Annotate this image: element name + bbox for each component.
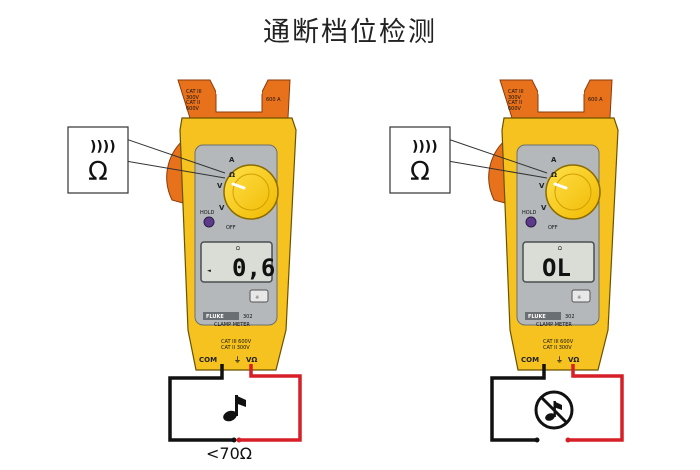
svg-text:CAT II 300V: CAT II 300V <box>221 345 250 351</box>
svg-text:600V: 600V <box>186 106 200 112</box>
svg-text:A: A <box>551 156 557 164</box>
dial-pointer <box>553 182 568 190</box>
svg-text:CAT II: CAT II <box>508 100 522 106</box>
svg-text:CAT III 600V: CAT III 600V <box>543 339 574 345</box>
lcd-unit: Ω <box>236 246 240 252</box>
jaw-cat-rating: CAT III <box>186 89 202 95</box>
backlight-button[interactable] <box>571 289 591 303</box>
page-title: 通断档位检测 <box>263 17 437 48</box>
dial-ohm-position: Ω <box>551 171 557 179</box>
music-note-icon <box>223 395 246 422</box>
clamp-meter-label: CLAMP METER <box>536 322 572 328</box>
svg-text:V: V <box>541 204 547 212</box>
hold-label: HOLD <box>200 210 214 216</box>
svg-text:☼: ☼ <box>577 295 581 301</box>
black-test-lead <box>168 364 234 442</box>
rotary-dial[interactable] <box>545 164 601 220</box>
lcd-reading: OL <box>542 254 571 282</box>
off-label: OFF <box>226 225 236 231</box>
black-test-lead <box>490 364 546 442</box>
hold-button[interactable] <box>203 216 215 228</box>
svg-text:V: V <box>217 182 223 190</box>
brand-label: FLUKE <box>528 314 546 320</box>
sound-icon: )))) <box>90 139 116 155</box>
lcd-reading: 0,6 <box>232 254 275 282</box>
lcd-unit: Ω <box>558 246 562 252</box>
no-sound-icon <box>534 390 574 430</box>
svg-text:600V: 600V <box>508 106 522 112</box>
callout-ohm-symbol: Ω <box>88 157 108 187</box>
svg-text:V: V <box>219 204 225 212</box>
red-test-lead <box>568 364 624 442</box>
clamp-meter-right: CAT III 300V CAT II 600V 600 A A Ω V V O… <box>488 79 624 443</box>
clamp-meter-label: CLAMP METER <box>214 322 250 328</box>
backlight-button[interactable] <box>249 289 269 303</box>
svg-text:CAT II 300V: CAT II 300V <box>543 345 572 351</box>
svg-text:⏚: ⏚ <box>556 356 563 364</box>
ohm-callout-right: )))) Ω <box>389 126 548 194</box>
dial-pointer <box>231 182 246 190</box>
model-label: 302 <box>565 314 575 320</box>
com-terminal-label: COM <box>521 356 539 364</box>
hold-button[interactable] <box>525 216 537 228</box>
svg-text:⏚: ⏚ <box>234 356 241 364</box>
svg-text:☼: ☼ <box>255 295 259 301</box>
ohm-callout-left: )))) Ω <box>67 126 226 194</box>
lcd-sound-indicator: ◄ <box>207 268 211 274</box>
svg-text:)))): )))) <box>90 139 116 155</box>
resistance-threshold-label: <70Ω <box>206 444 252 463</box>
callout-ohm-symbol: Ω <box>410 157 430 187</box>
svg-text:CAT II: CAT II <box>186 100 200 106</box>
lcd-display <box>200 241 273 283</box>
lcd-display <box>522 241 595 283</box>
model-label: 302 <box>243 314 253 320</box>
svg-text:)))): )))) <box>412 139 438 155</box>
jaw-rating: 600 A <box>266 97 281 103</box>
svg-text:CAT III: CAT III <box>508 89 524 95</box>
v-terminal-label: VΩ <box>568 356 579 364</box>
com-terminal-label: COM <box>199 356 217 364</box>
clamp-meter-left: CAT III 300V CAT II 600V 600 A A Ω V V O… <box>166 79 302 443</box>
hold-label: HOLD <box>522 210 536 216</box>
svg-text:600 A: 600 A <box>588 97 603 103</box>
sound-icon: )))) <box>412 139 438 155</box>
svg-text:A: A <box>229 156 235 164</box>
terminal-cat-rating: CAT III 600V <box>221 339 252 345</box>
dial-ohm-position: Ω <box>229 171 235 179</box>
brand-label: FLUKE <box>206 314 224 320</box>
svg-text:300V: 300V <box>186 95 200 101</box>
red-test-lead <box>238 364 302 442</box>
off-label: OFF <box>548 225 558 231</box>
svg-text:V: V <box>539 182 545 190</box>
v-terminal-label: VΩ <box>246 356 257 364</box>
svg-text:300V: 300V <box>508 95 522 101</box>
rotary-dial[interactable] <box>223 164 279 220</box>
